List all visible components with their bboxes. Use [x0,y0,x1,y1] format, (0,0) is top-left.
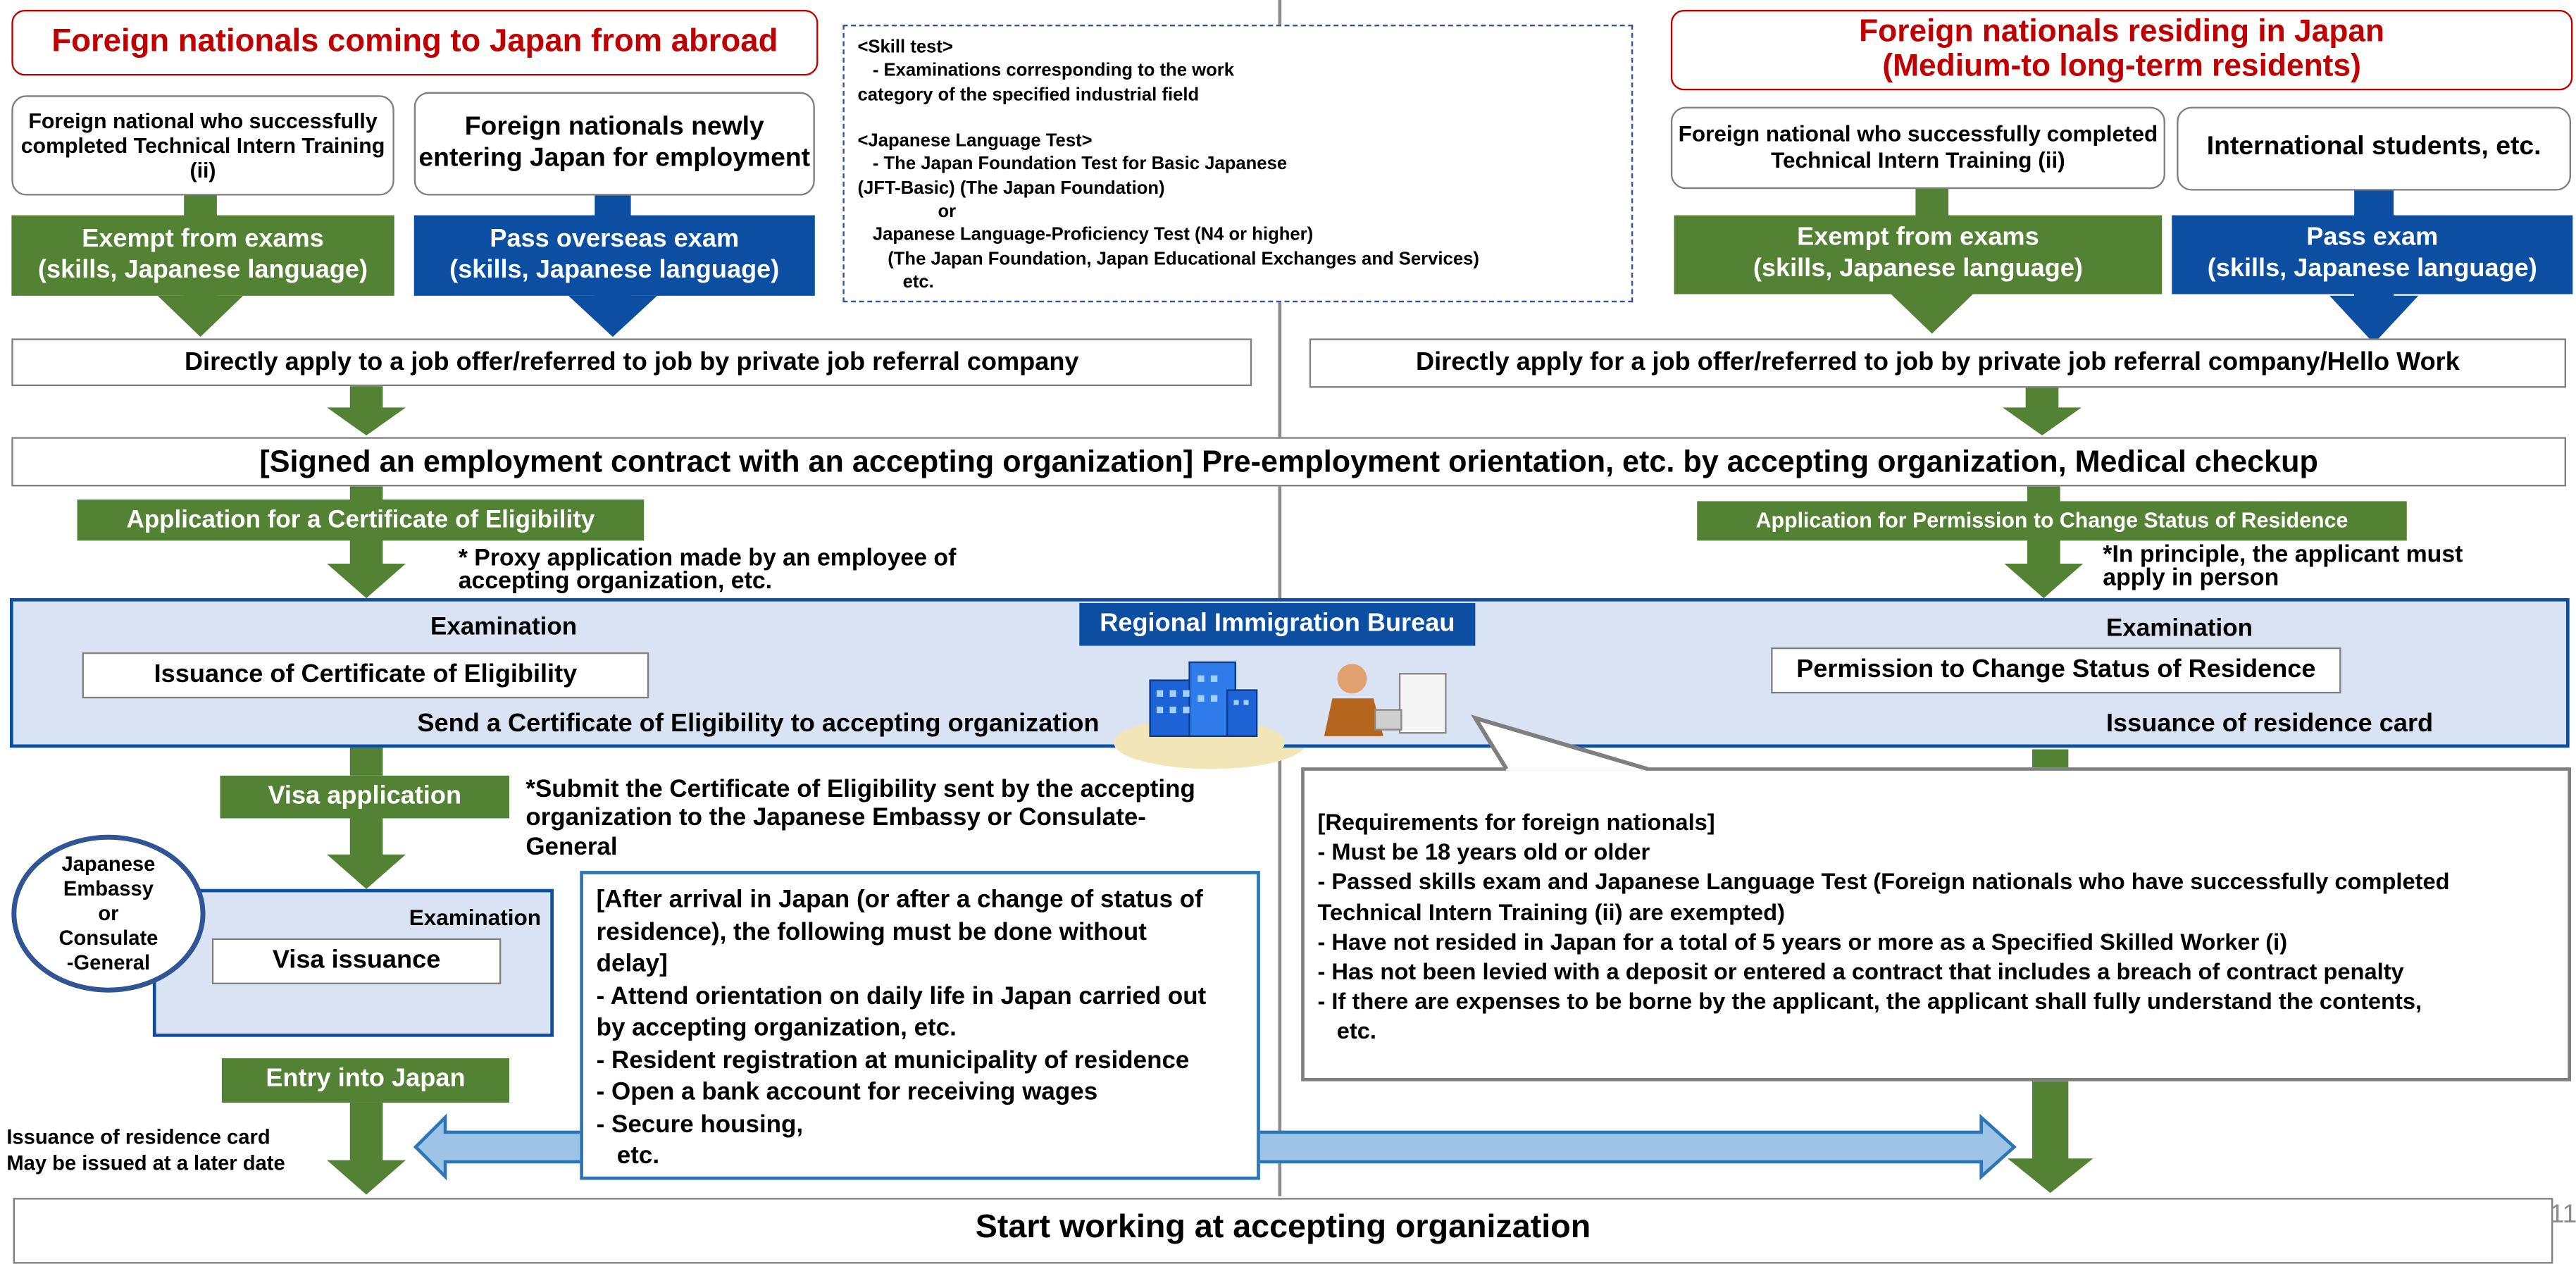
apply-right-box: Directly apply for a job offer/referred … [1309,338,2567,388]
pass-exam: Pass exam (skills, Japanese language) [2172,215,2573,295]
submit-note: *Submit the Certificate of Eligibility s… [525,775,1195,860]
exempt-exams-right: Exempt from exams (skills, Japanese lang… [1674,215,2163,295]
stem-right-2 [2032,749,2069,769]
examination-embassy-label: Examination [409,905,541,931]
arrow-to-contract-right [2003,386,2082,436]
coe-issuance: Issuance of Certificate of Eligibility [82,652,649,699]
after-arrival-box: [After arrival in Japan (or after a chan… [580,871,1260,1180]
pass-overseas-exam: Pass overseas exam (skills, Japanese lan… [413,215,815,296]
arrow-to-embassy [327,817,406,889]
regional-immigration-bureau-label: Regional Immigration Bureau [1079,602,1476,646]
exam-info-box: <Skill test> - Examinations correspondin… [842,24,1634,303]
arrow-to-bureau-right [2004,538,2084,598]
arrow-to-bureau-left [327,538,406,598]
embassy-circle: Japanese Embassy or Consulate -General [11,834,206,993]
officer-icon [1324,664,1447,736]
arrow-to-start-left [327,1102,406,1195]
apply-left-box: Directly apply to a job offer/referred t… [11,338,1252,387]
send-coe-label: Send a Certificate of Eligibility to acc… [417,710,1100,738]
examination-right-label: Examination [2105,614,2253,643]
exempt-exams-left: Exempt from exams (skills, Japanese lang… [11,215,394,296]
permission-change-status: Permission to Change Status of Residence [1771,647,2341,694]
visa-application: Visa application [220,775,510,819]
proxy-note: * Proxy application made by an employee … [458,545,957,595]
stem-left-2 [349,745,383,776]
arrow-to-start-right [2008,1081,2093,1194]
change-status-application: Application for Permission to Change Sta… [1697,501,2407,541]
page-number: 11 [2549,1201,2576,1229]
box-newly-entering: Foreign nationals newly entering Japan f… [413,92,815,196]
box-international-students: International students, etc. [2177,106,2572,191]
callout-outline [1470,714,1649,772]
residence-card-left-note: Issuance of residence card May be issued… [6,1125,285,1176]
entry-into-japan: Entry into Japan [221,1058,510,1103]
person-note: *In principle, the applicant must apply … [2103,542,2463,593]
contract-box: [Signed an employment contract with an a… [11,437,2567,487]
right-title: Foreign nationals residing in Japan (Med… [1670,9,2573,91]
residence-card-right-label: Issuance of residence card [2105,710,2434,738]
box-technical-intern-left: Foreign national who successfully comple… [11,95,394,196]
stem-right-1 [2027,486,2060,503]
examination-left-label: Examination [430,612,578,641]
requirements-box: [Requirements for foreign nationals] - M… [1301,767,2572,1082]
coe-application: Application for a Certificate of Eligibi… [77,500,645,541]
arrow-to-contract-left [327,386,406,436]
left-title: Foreign nationals coming to Japan from a… [11,9,819,76]
box-technical-intern-right: Foreign national who successfully comple… [1670,106,2165,190]
building-icon [1114,661,1285,768]
visa-issuance: Visa issuance [211,938,502,985]
